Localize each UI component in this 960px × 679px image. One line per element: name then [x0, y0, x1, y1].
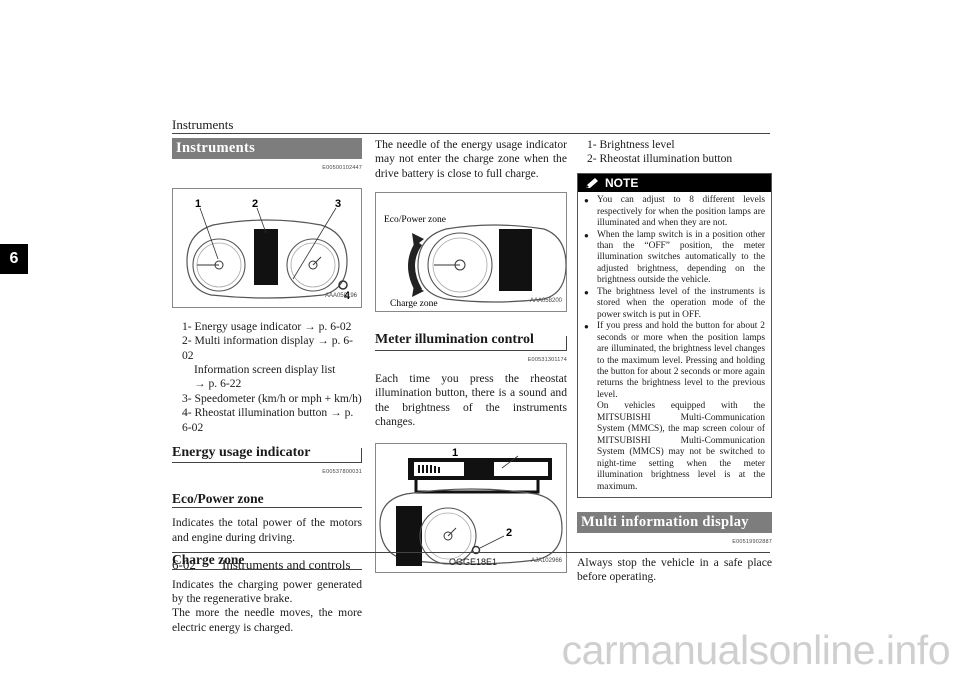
document-code: OGGE18E1: [449, 557, 498, 567]
column-1: Instruments E00500102447 1 2 3 4 AAA0581…: [172, 138, 362, 635]
note-header: NOTE: [578, 173, 771, 193]
paragraph: Indicates the charging power generated b…: [172, 577, 362, 605]
figure-code: AJA102966: [530, 558, 562, 565]
energy-indicator-illustration: Eco/Power zone Charge zone: [384, 215, 567, 309]
figure-code: AAA058200: [529, 297, 562, 304]
note-item: ● You can adjust to 8 different levels r…: [584, 195, 765, 229]
running-head: Instruments: [172, 117, 234, 132]
chapter-tab: 6: [0, 244, 28, 274]
callout-1: 1: [195, 198, 201, 210]
paragraph: Each time you press the rheostat illumin…: [375, 372, 567, 429]
callout-2: 2: [506, 527, 512, 539]
callout-1: 1: [452, 447, 458, 459]
figure-meter-illumination: 1 2 AJA102966: [375, 442, 567, 573]
list-item: 1- Energy usage indicator → p. 6-02: [182, 319, 352, 333]
column-2: The needle of the energy usage indicator…: [375, 138, 567, 573]
figure-code: AAA058196: [324, 293, 357, 300]
figure-instrument-cluster: 1 2 3 4 AAA058196: [172, 187, 362, 308]
section-code: E00531301174: [527, 356, 567, 363]
list-item: 3- Speedometer (km/h or mph + km/h): [182, 391, 362, 405]
instrument-cluster-illustration: 1 2 3 4: [186, 198, 351, 302]
illumination-list: 1- Brightness level 2- Rheostat illumina…: [577, 138, 772, 167]
list-subitem: → p. 6-22: [194, 377, 242, 391]
heading-eco-power-zone: Eco/Power zone: [172, 491, 362, 509]
footer-chapter-title: Instruments and controls: [222, 557, 351, 572]
heading-energy-usage-indicator: Energy usage indicator: [172, 445, 362, 464]
note-box: NOTE ● You can adjust to 8 different lev…: [577, 172, 772, 498]
page-number: 6-02: [172, 557, 196, 572]
note-pencil-icon: [586, 177, 598, 188]
section-code: E00519902887: [732, 539, 772, 546]
meter-illumination-illustration: 1 2: [379, 447, 563, 566]
list-item: 1- Brightness level: [587, 138, 675, 151]
section-title-multi-information-display: Multi information display: [577, 512, 772, 534]
footer-rule: [172, 552, 770, 553]
watermark: carmanualsonline.info: [561, 627, 951, 673]
callout-3: 3: [335, 198, 341, 210]
section-code: E00537800031: [322, 469, 362, 476]
figure-energy-usage-indicator: Eco/Power zone Charge zone AAA058200: [375, 192, 567, 313]
heading-charge-zone: Charge zone: [172, 552, 362, 570]
list-subitem: Information screen display list: [194, 363, 336, 377]
list-item: 4- Rheostat illumination button → p. 6-0…: [182, 406, 354, 434]
note-item: ● The brightness level of the instrument…: [584, 286, 765, 320]
callout-4: 4: [344, 290, 351, 302]
header-rule: [172, 133, 770, 134]
note-label: NOTE: [605, 175, 639, 190]
bullet-icon: ●: [584, 287, 589, 297]
list-item: 2- Rheostat illumination button: [587, 152, 733, 166]
paragraph: Always stop the vehicle in a safe place …: [577, 555, 772, 584]
section-title-instruments: Instruments: [172, 138, 362, 160]
paragraph: Indicates the total power of the motors …: [172, 516, 362, 544]
fig-label-charge: Charge zone: [390, 299, 438, 309]
callout-2: 2: [252, 198, 258, 210]
note-body: ● You can adjust to 8 different levels r…: [578, 192, 771, 497]
column-3: 1- Brightness level 2- Rheostat illumina…: [577, 138, 772, 585]
note-item: ● When the lamp switch is in a position …: [584, 229, 765, 286]
bullet-icon: ●: [584, 196, 589, 206]
section-code: E00500102447: [322, 165, 362, 172]
component-list: 1- Energy usage indicator → p. 6-02 2- M…: [172, 320, 362, 435]
note-item: ● If you press and hold the button for a…: [584, 321, 765, 492]
list-item: 2- Multi information display → p. 6-02 I…: [172, 334, 362, 392]
paragraph: The needle of the energy usage indicator…: [375, 138, 567, 180]
bullet-icon: ●: [584, 230, 589, 240]
bullet-icon: ●: [584, 322, 589, 332]
heading-meter-illumination-control: Meter illumination control: [375, 333, 567, 351]
paragraph: The more the needle moves, the more elec…: [172, 606, 362, 634]
fig-label-eco-power: Eco/Power zone: [384, 215, 446, 225]
